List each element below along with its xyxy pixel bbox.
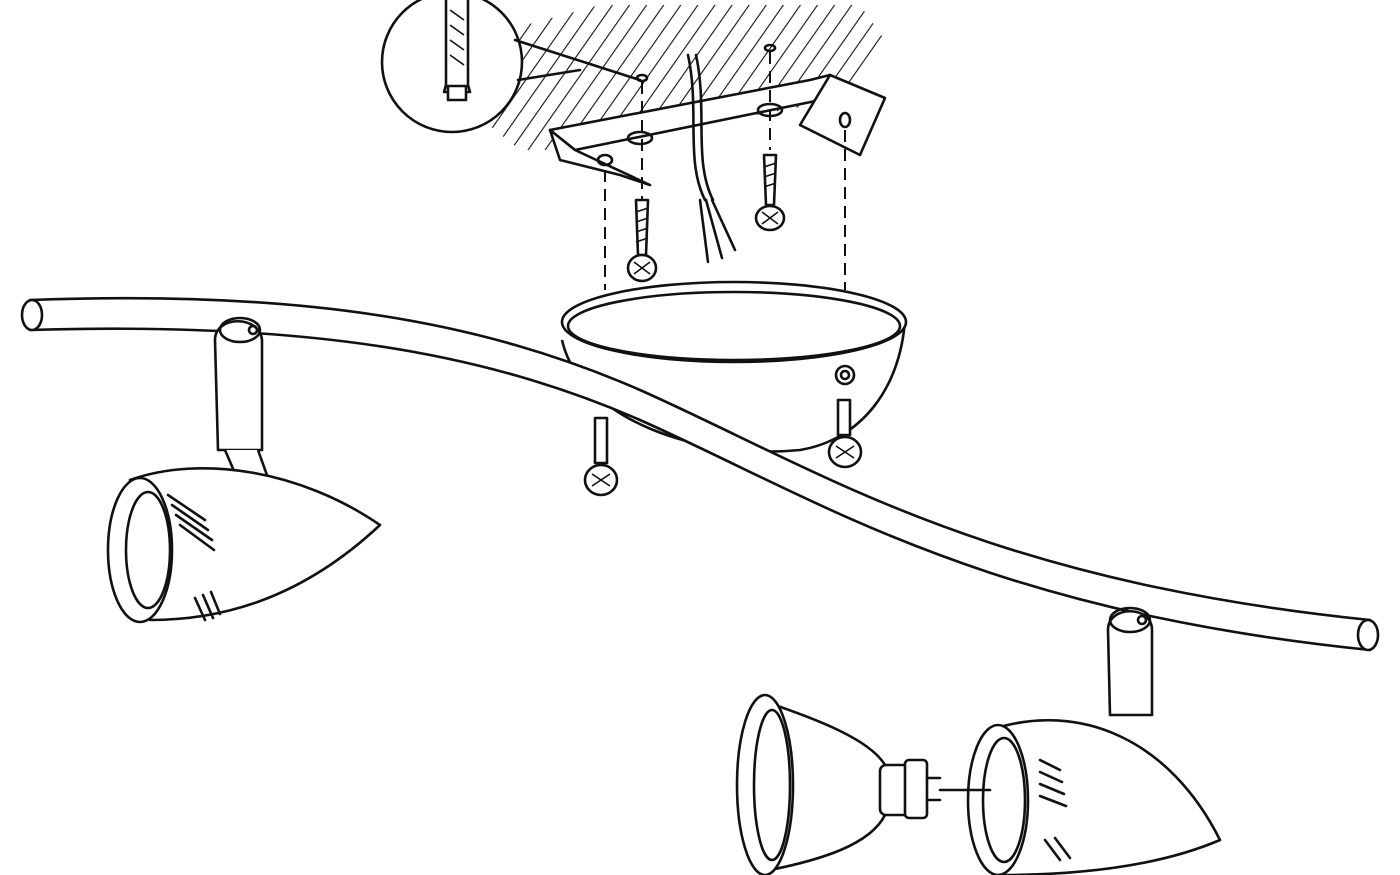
spotlight-left (106, 316, 382, 624)
ceiling-hatching (470, 5, 885, 150)
canopy-screw-right (827, 398, 863, 469)
alignment-lines (604, 52, 846, 290)
mounting-bracket (548, 43, 887, 187)
gu10-bulb (735, 693, 992, 875)
screw-left (626, 198, 658, 283)
wall-plug-detail (380, 0, 642, 134)
light-bar (20, 296, 1380, 652)
canopy-screw-left (583, 416, 619, 497)
screw-right (754, 153, 786, 232)
ceiling-canopy (560, 280, 908, 453)
spotlight-right (966, 606, 1222, 875)
supply-wire (686, 53, 737, 264)
